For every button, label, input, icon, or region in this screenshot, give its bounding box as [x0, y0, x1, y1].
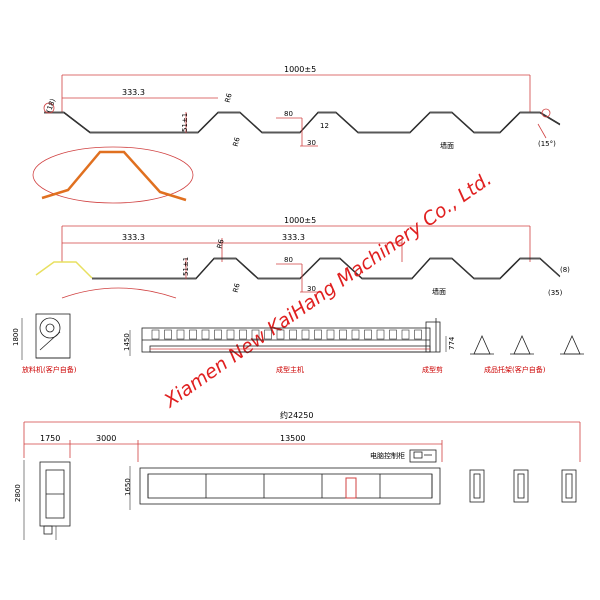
roller-station [164, 329, 172, 340]
profile-line-top [44, 111, 561, 133]
decoiler-elevation: 1800 放料机(客户自备) [12, 313, 77, 374]
dim-valley-2: 30 [307, 285, 316, 293]
dim-width-left: 2800 [14, 484, 22, 502]
profile-line-bottom [92, 257, 561, 279]
dim-overall: 1000±5 [284, 65, 316, 74]
decoiler-plan [39, 461, 71, 540]
label-cutter: 成型剪 [422, 365, 443, 374]
roller-station [376, 329, 385, 340]
roller-station [176, 329, 185, 340]
label-rack: 成品托架(客户自备) [484, 365, 546, 374]
label-main-machine: 成型主机 [276, 365, 304, 374]
dim-top-width: 80 [284, 110, 293, 118]
dim-top-width-2: 80 [284, 256, 293, 264]
roller-station [401, 329, 410, 340]
dim-machine-height: 1450 [123, 333, 131, 351]
dim-cutter-height: 774 [448, 336, 456, 350]
dim-decoiler-height: 1800 [12, 328, 20, 346]
angle-left: (18) [45, 97, 58, 113]
roller-station [389, 329, 397, 340]
profile-top: 1000±5 333.3 51±1 80 12 30 R6 R6 (18) (1… [32, 65, 561, 204]
dim-total: 约24250 [280, 410, 313, 420]
product-racks-plan [469, 469, 577, 503]
forming-machine-plan: 1650 [124, 466, 441, 510]
radius-top: R6 [224, 92, 234, 104]
profile-bottom: 1000±5 333.3 333.3 51±1 80 30 R6 R6 (8) … [35, 216, 570, 299]
note-bottom: 墙面 [432, 287, 446, 296]
radius-bottom-2: R6 [232, 282, 242, 294]
dim-overall-2: 1000±5 [284, 216, 316, 225]
roller-station [251, 329, 260, 340]
note-top: 墙面 [440, 141, 454, 150]
roller-station [351, 329, 360, 340]
roller-station [201, 329, 210, 340]
angle-right: (15°) [538, 140, 556, 148]
roller-station [214, 329, 222, 340]
dim-small: 12 [320, 122, 329, 130]
valley-right-2: (35) [548, 289, 563, 297]
dim-height: 51±1 [181, 113, 189, 132]
label-control: 电脑控制柜 [370, 451, 405, 460]
roller-station [301, 329, 310, 340]
rib-detail [41, 150, 187, 202]
forming-machine-elevation: 1450 成型主机 [123, 327, 431, 374]
roller-station [339, 329, 347, 340]
roller-station [226, 329, 235, 340]
roller-stations [151, 329, 422, 340]
product-racks-elevation: 成品托架(客户自备) [470, 335, 584, 374]
roller-station [189, 329, 197, 340]
roller-station [314, 329, 322, 340]
dim-machine-length: 13500 [280, 434, 305, 443]
dim-pitch: 333.3 [122, 88, 145, 97]
roller-station [414, 329, 422, 340]
dim-gap-1: 1750 [40, 434, 60, 443]
elevation-view: 1800 放料机(客户自备) 1450 成型主机 774 成型剪 [12, 313, 584, 374]
label-decoiler: 放料机(客户自备) [22, 365, 77, 374]
roller-station [276, 329, 285, 340]
cutter-elevation: 774 成型剪 [422, 318, 456, 374]
control-cabinet: 电脑控制柜 [370, 449, 437, 463]
dim-pitch-2: 333.3 [282, 233, 305, 242]
plan-view: 约24250 1750 3000 13500 2800 1650 [14, 410, 581, 540]
dim-pitch-1: 333.3 [122, 233, 145, 242]
dim-width-machine: 1650 [124, 478, 132, 496]
roller-station [326, 329, 335, 340]
roller-station [289, 329, 297, 340]
dim-valley: 30 [307, 139, 316, 147]
dim-height-2: 51±1 [182, 257, 190, 276]
angle-right-2: (8) [560, 266, 570, 274]
roller-station [151, 329, 160, 340]
roller-station [264, 329, 272, 340]
dim-gap-2: 3000 [96, 434, 116, 443]
roller-station [364, 329, 372, 340]
radius-bottom: R6 [232, 136, 242, 148]
machine-frame-bays [147, 474, 433, 498]
roller-station [239, 329, 247, 340]
radius-top-2: R6 [216, 238, 226, 250]
